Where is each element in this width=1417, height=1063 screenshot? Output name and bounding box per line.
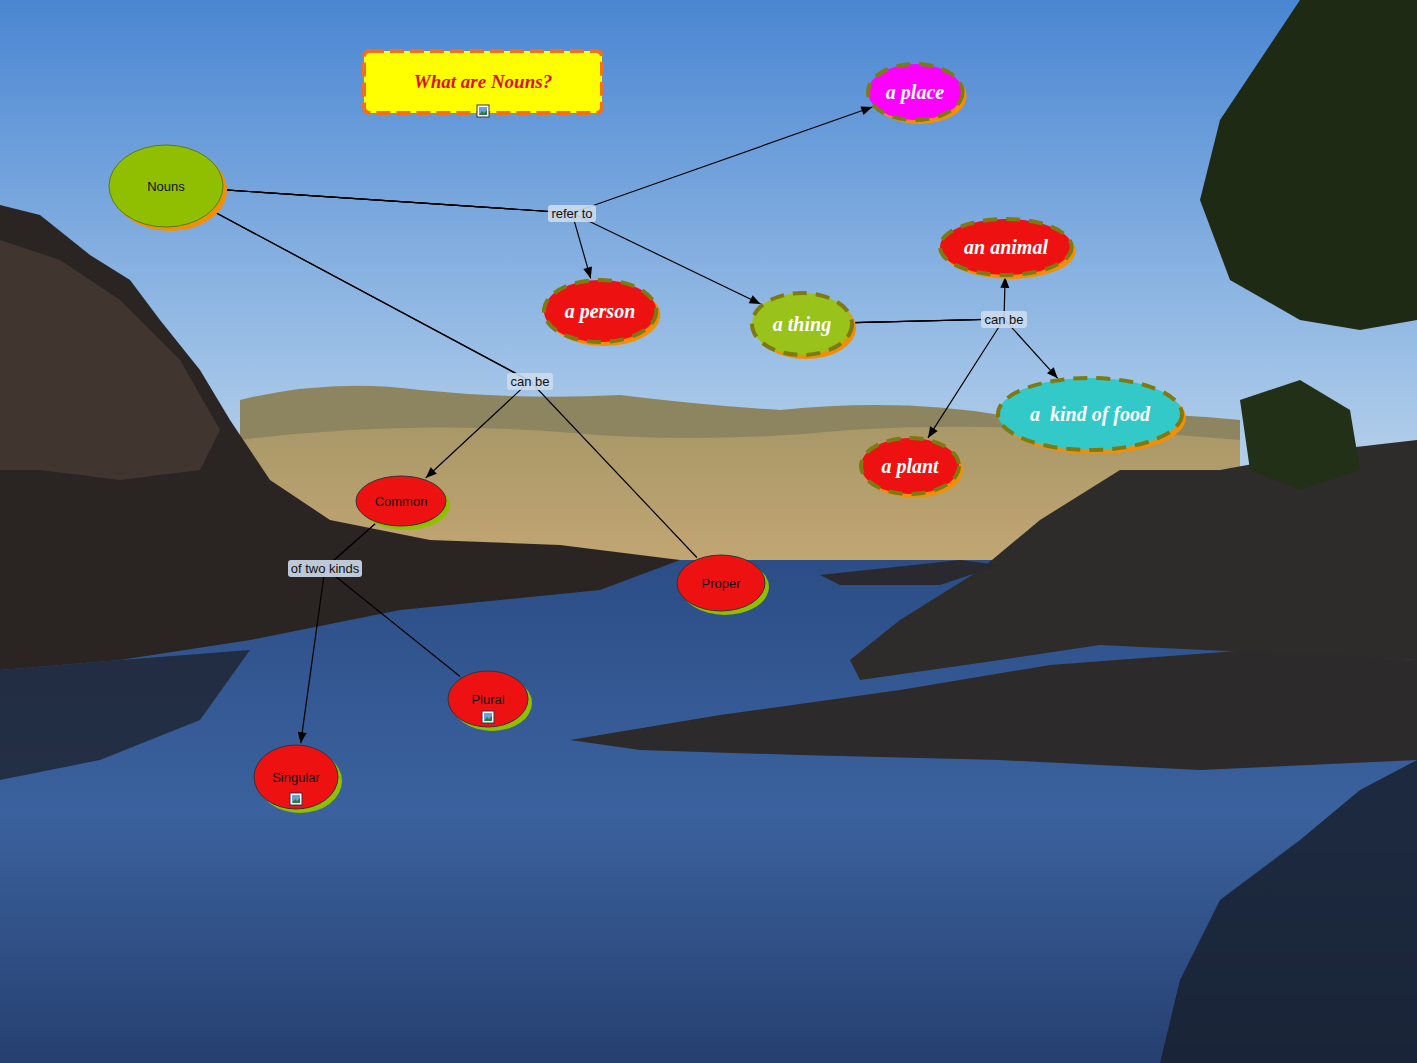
right-ledge (570, 650, 1417, 770)
image-icon-hill (292, 798, 300, 803)
concept-ellipse: a place (866, 62, 965, 122)
concept-text: an animal (964, 236, 1048, 259)
concept-text: a kind of food (1030, 403, 1150, 426)
image-icon-hill (479, 110, 487, 115)
far-ledge (820, 560, 1000, 585)
concept-ellipse: a thing (750, 291, 854, 357)
concept-text: Plural (471, 692, 504, 707)
tree-reflection (1160, 760, 1417, 1063)
concept-text: Singular (272, 770, 320, 785)
arrowhead (426, 467, 437, 478)
concept-text: Nouns (147, 179, 185, 194)
concept-ellipse: Common (354, 474, 448, 528)
ellipse-fill (544, 280, 656, 342)
title-box: What are Nouns? (362, 49, 604, 115)
concept-ellipse: a plant (859, 436, 961, 496)
arrowhead (583, 267, 592, 279)
image-icon (290, 793, 302, 805)
concept-text: a plant (881, 455, 938, 478)
arrowhead (1047, 367, 1058, 378)
arrowhead (860, 106, 872, 114)
linking-phrase: of two kinds (288, 560, 363, 577)
concept-ellipse: Singular (252, 743, 340, 811)
connector (225, 190, 591, 279)
ellipse-fill (677, 555, 765, 611)
connector (854, 319, 1004, 438)
left-rock (0, 205, 680, 670)
ellipse-fill (356, 476, 446, 526)
concept-ellipse: Nouns (107, 143, 225, 229)
left-rock-face (0, 240, 220, 480)
connector (225, 107, 873, 213)
linking-phrase: can be (507, 373, 552, 390)
linking-phrase: refer to (548, 205, 595, 222)
image-icon-sky (484, 713, 492, 721)
ellipse-fill (448, 671, 528, 727)
tree-canopy (1200, 0, 1417, 330)
rock-reflection (0, 650, 250, 780)
linking-phrase: can be (981, 311, 1026, 328)
connector (854, 319, 1058, 378)
concept-text: Common (375, 494, 428, 509)
ellipse-fill (254, 745, 338, 809)
arrowhead (298, 732, 307, 744)
image-icon (477, 105, 489, 117)
ellipse-fill (752, 293, 852, 355)
concept-text: a person (565, 300, 636, 323)
concept-ellipse: Plural (446, 669, 530, 729)
concept-text: a place (886, 81, 944, 104)
arrowhead (749, 295, 761, 304)
shrub (1240, 380, 1360, 490)
concept-text: What are Nouns? (414, 71, 552, 93)
concept-ellipse: an animal (938, 217, 1074, 277)
image-icon-hill (484, 716, 492, 721)
connector (225, 190, 761, 304)
arrowhead (928, 426, 938, 438)
ellipse-fill (940, 219, 1072, 275)
ellipse-fill (868, 64, 963, 120)
ellipse-fill (861, 438, 959, 494)
connector (214, 211, 697, 557)
concept-ellipse: Proper (675, 553, 767, 613)
concept-ellipse: a person (542, 278, 658, 344)
title-frame (364, 51, 602, 113)
image-icon (482, 711, 494, 723)
concept-ellipse: a kind of food (996, 376, 1184, 452)
ellipse-fill (998, 378, 1182, 450)
connector (214, 211, 530, 478)
ellipse-fill (109, 145, 223, 227)
concept-text: a thing (773, 313, 831, 336)
image-icon-sky (292, 795, 300, 803)
concept-text: Proper (701, 576, 740, 591)
connector (325, 524, 460, 677)
image-icon-sky (479, 107, 487, 115)
